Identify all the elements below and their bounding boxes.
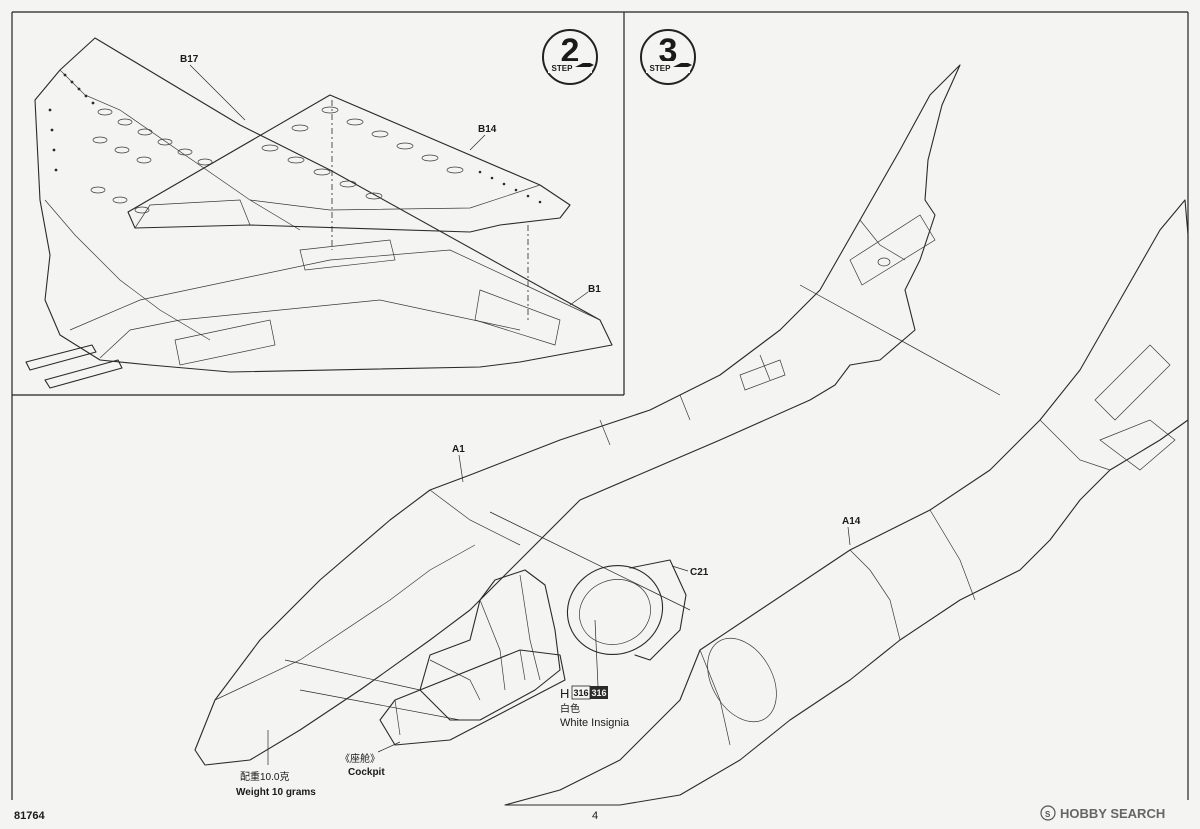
watermark: S HOBBY SEARCH <box>1040 805 1165 821</box>
svg-text:S: S <box>1045 810 1051 819</box>
cockpit-label-cn: 《座舱》 <box>340 752 380 765</box>
step-3-label: STEP <box>650 64 672 73</box>
kit-number: 81764 <box>14 810 45 822</box>
step-2-badge: 2 STEP <box>542 29 598 85</box>
step-3-number: 3 <box>659 32 678 70</box>
page-number: 4 <box>592 810 598 822</box>
part-label-b14: B14 <box>478 124 497 135</box>
part-label-c21: C21 <box>690 567 709 578</box>
step-2-plane-icon <box>575 63 594 67</box>
panel-frame <box>11 11 1189 800</box>
paint-callout: H 316 316 白色 White Insignia <box>560 685 630 729</box>
cockpit-label-en: Cockpit <box>348 767 385 778</box>
part-label-a14: A14 <box>842 516 861 527</box>
paint-name-cn: 白色 <box>560 702 580 715</box>
wing-assembly-drawing <box>25 37 613 389</box>
step-3-plane-icon <box>673 63 692 67</box>
paint-code-box-filled: 316 <box>591 688 606 698</box>
weight-label-cn: 配重10.0克 <box>240 770 289 783</box>
step-2-number: 2 <box>561 32 580 70</box>
fuselage-assembly-drawing <box>194 64 1189 806</box>
watermark-logo-icon <box>1040 805 1056 821</box>
weight-label-en: Weight 10 grams <box>236 787 316 798</box>
step-3-badge: 3 STEP <box>640 29 696 85</box>
paint-name-en: White Insignia <box>560 717 630 729</box>
watermark-brand: HOBBY SEARCH <box>1060 806 1165 821</box>
part-label-b17: B17 <box>180 54 199 65</box>
paint-code-prefix: H <box>560 686 569 701</box>
part-label-a1: A1 <box>452 444 465 455</box>
paint-code-box-outline: 316 <box>573 688 588 698</box>
step-2-label: STEP <box>552 64 574 73</box>
part-label-b1: B1 <box>588 284 601 295</box>
